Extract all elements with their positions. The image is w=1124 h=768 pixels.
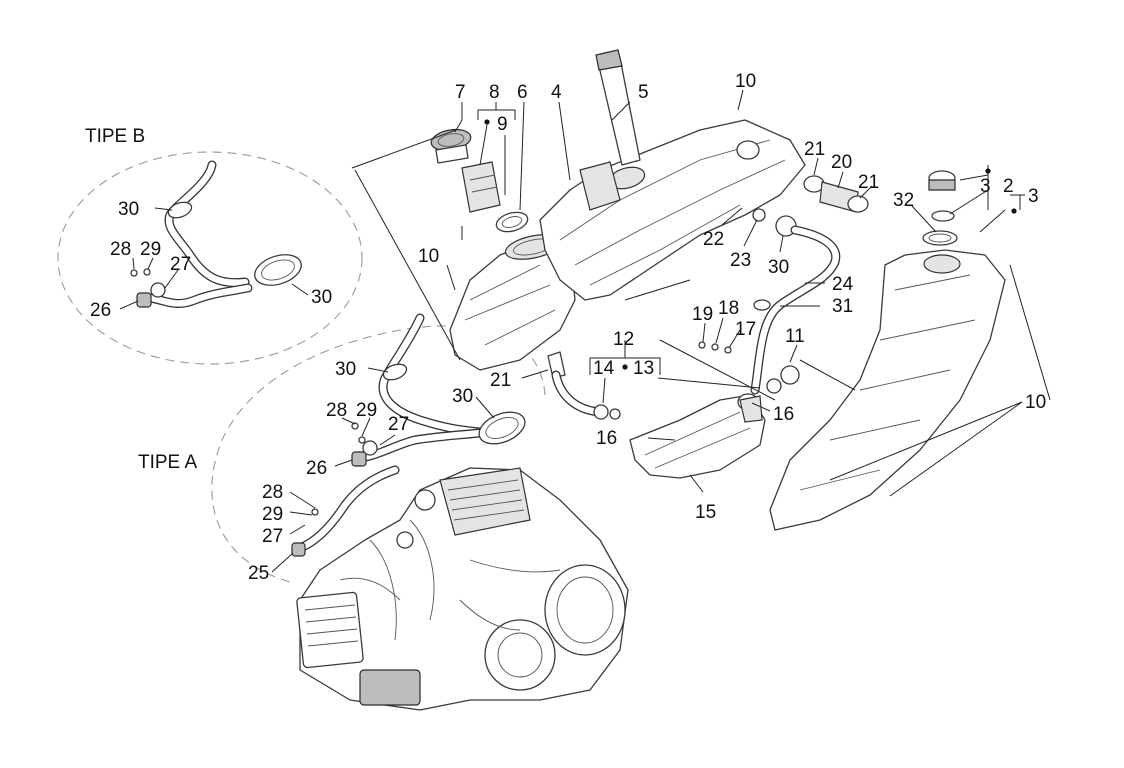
callout-16-right: 16 <box>773 404 794 425</box>
group-label-tipe-b: TIPE B <box>85 126 145 147</box>
callout-15: 15 <box>695 502 716 523</box>
callout-26-a: 26 <box>306 458 327 479</box>
callout-6: 6 <box>517 82 528 103</box>
lower-canister <box>629 393 766 479</box>
callout-32: 32 <box>893 190 914 211</box>
callout-30-b-right: 30 <box>311 287 332 308</box>
callout-28-b: 28 <box>110 239 131 260</box>
callout-14: 14 <box>593 358 615 379</box>
main-fuel-tank <box>539 119 806 301</box>
callout-1: 3 <box>1028 186 1039 207</box>
fuel-pump-components <box>430 49 641 233</box>
callout-9: 9 <box>497 114 508 135</box>
callout-17: 17 <box>735 319 756 340</box>
bracket-dot <box>622 364 628 370</box>
callout-26-b: 26 <box>90 300 111 321</box>
callout-27-b: 27 <box>170 254 191 275</box>
tipe-a-hose-assembly <box>291 313 526 557</box>
right-fuel-tank <box>769 170 1006 531</box>
tipe-a-outline <box>211 325 546 583</box>
leader-lines <box>119 89 1051 573</box>
bracket-dot <box>985 168 991 174</box>
tipe-b-hose-assembly <box>130 160 302 308</box>
callout-3: 3 <box>980 176 991 197</box>
callout-29-a: 29 <box>356 400 377 421</box>
callout-10-left: 10 <box>418 246 439 267</box>
callout-31: 31 <box>832 296 853 317</box>
callout-16-left: 16 <box>596 428 617 449</box>
callout-25: 25 <box>248 563 269 584</box>
callout-28-engine: 28 <box>262 482 283 503</box>
callout-7: 7 <box>455 82 466 103</box>
callout-30-a-left: 30 <box>335 359 356 380</box>
callout-30-b-top: 30 <box>118 199 139 220</box>
callout-24: 24 <box>832 274 854 295</box>
callout-30-a-right: 30 <box>452 386 473 407</box>
group-label-tipe-a: TIPE A <box>138 452 197 473</box>
callout-21-c: 21 <box>490 370 511 391</box>
callout-10-top: 10 <box>735 71 756 92</box>
callout-29-b: 29 <box>140 239 161 260</box>
callout-20: 20 <box>831 152 852 173</box>
callout-12: 12 <box>613 329 634 350</box>
callout-30-center: 30 <box>768 257 789 278</box>
callout-28-a: 28 <box>326 400 347 421</box>
callout-11: 11 <box>785 326 805 347</box>
callout-29-engine: 29 <box>262 504 283 525</box>
callout-27-a: 27 <box>388 414 409 435</box>
callout-21-a: 21 <box>804 139 825 160</box>
engine-assembly <box>296 467 629 711</box>
callout-23: 23 <box>730 250 751 271</box>
callout-18: 18 <box>718 298 739 319</box>
tipe-b-outline <box>57 151 363 365</box>
callout-21-b: 21 <box>858 172 879 193</box>
callout-8: 8 <box>489 82 500 103</box>
bracket-dot <box>1011 208 1017 214</box>
callout-10-right: 10 <box>1025 392 1046 413</box>
callout-27-engine: 27 <box>262 526 283 547</box>
callout-5: 5 <box>638 82 649 103</box>
callout-13: 13 <box>633 358 654 379</box>
callout-4: 4 <box>551 82 562 103</box>
hose-connectors <box>547 175 869 420</box>
bracket-dot <box>484 119 490 125</box>
callout-22: 22 <box>703 229 724 250</box>
callout-19: 19 <box>692 304 713 325</box>
callout-2: 2 <box>1003 176 1014 197</box>
